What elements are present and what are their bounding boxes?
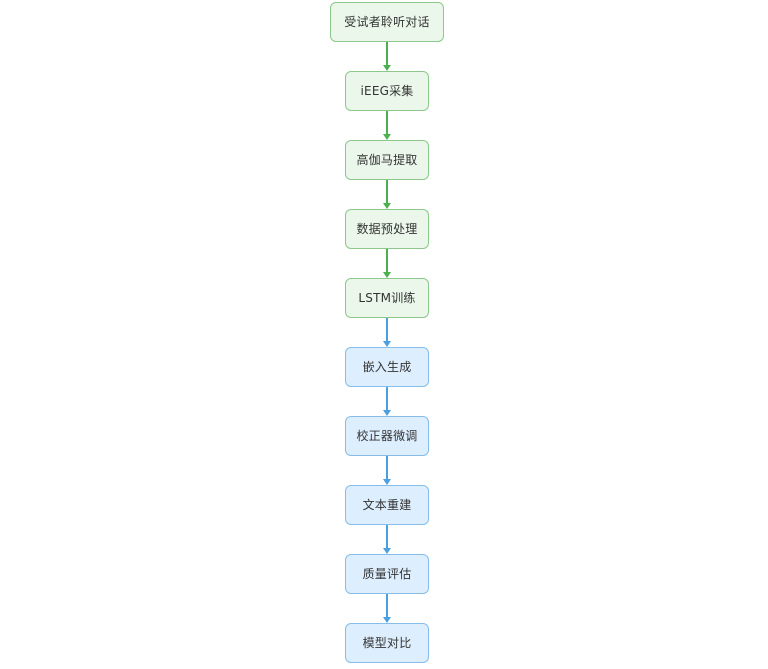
arrow-line: [386, 318, 388, 342]
flow-node-n3[interactable]: 高伽马提取: [345, 140, 429, 180]
flow-arrow-n7-to-n8: [383, 456, 391, 485]
flow-arrow-n3-to-n4: [383, 180, 391, 209]
arrow-head-icon: [383, 410, 391, 416]
flow-node-label: 嵌入生成: [362, 360, 412, 374]
flow-node-label: 模型对比: [362, 636, 412, 650]
arrow-line: [386, 387, 388, 411]
arrow-line: [386, 42, 388, 66]
flow-arrow-n2-to-n3: [383, 111, 391, 140]
flow-node-label: 质量评估: [362, 567, 412, 581]
flow-node-n9[interactable]: 质量评估: [345, 554, 429, 594]
flow-node-label: 高伽马提取: [356, 153, 418, 167]
flow-node-n4[interactable]: 数据预处理: [345, 209, 429, 249]
flow-node-n1[interactable]: 受试者聆听对话: [330, 2, 444, 42]
arrow-head-icon: [383, 272, 391, 278]
flow-node-label: 文本重建: [362, 498, 412, 512]
flow-node-n8[interactable]: 文本重建: [345, 485, 429, 525]
arrow-line: [386, 249, 388, 273]
flow-node-label: 校正器微调: [356, 429, 418, 443]
arrow-head-icon: [383, 341, 391, 347]
arrow-head-icon: [383, 548, 391, 554]
flow-node-label: 受试者聆听对话: [344, 15, 430, 29]
arrow-line: [386, 111, 388, 135]
flow-node-label: 数据预处理: [356, 222, 418, 236]
flow-node-n2[interactable]: iEEG采集: [345, 71, 429, 111]
arrow-head-icon: [383, 617, 391, 623]
flow-arrow-n1-to-n2: [383, 42, 391, 71]
arrow-line: [386, 180, 388, 204]
arrow-head-icon: [383, 479, 391, 485]
arrow-line: [386, 594, 388, 618]
flow-node-n5[interactable]: LSTM训练: [345, 278, 429, 318]
flow-node-label: LSTM训练: [358, 291, 416, 305]
flow-arrow-n9-to-n10: [383, 594, 391, 623]
arrow-head-icon: [383, 134, 391, 140]
arrow-head-icon: [383, 65, 391, 71]
arrow-line: [386, 525, 388, 549]
flow-node-n6[interactable]: 嵌入生成: [345, 347, 429, 387]
flow-arrow-n5-to-n6: [383, 318, 391, 347]
flow-node-label: iEEG采集: [360, 84, 414, 98]
flow-arrow-n6-to-n7: [383, 387, 391, 416]
flow-arrow-n8-to-n9: [383, 525, 391, 554]
flow-node-n7[interactable]: 校正器微调: [345, 416, 429, 456]
flow-node-n10[interactable]: 模型对比: [345, 623, 429, 663]
arrow-head-icon: [383, 203, 391, 209]
arrow-line: [386, 456, 388, 480]
flow-arrow-n4-to-n5: [383, 249, 391, 278]
